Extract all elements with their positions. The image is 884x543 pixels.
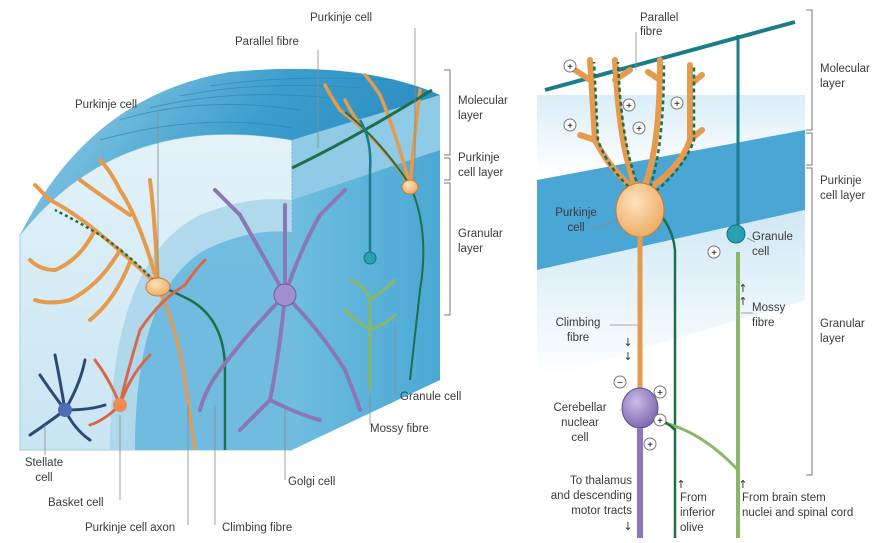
purkinje-soma-right [402,180,418,194]
label-molecular-layer-1: Molecular [458,95,508,108]
label-r-nuclear-3: cell [548,432,612,445]
label-r-purkinje-layer-2: cell layer [820,190,865,203]
granule-soma-left [364,252,376,264]
label-r-purkinje-cell-2: cell [548,222,604,235]
label-r-climbing-2: fibre [548,332,608,345]
purkinje-soma-rpanel [616,183,664,237]
purkinje-soma-left [146,278,170,296]
svg-text:+: + [711,248,717,259]
label-basket-cell: Basket cell [48,497,104,510]
svg-text:+: + [657,416,663,427]
arrow-up-olive: ↑ [676,478,685,491]
label-r-olive-1: From [680,492,707,505]
label-r-purkinje-cell-1: Purkinje [548,207,604,220]
label-granule-cell: Granule cell [400,391,461,404]
label-r-thalamus-1: To thalamus [528,475,632,488]
label-climbing-fibre: Climbing fibre [222,522,292,535]
arrow-up-brainstem: ↑ [738,478,747,491]
label-r-olive-3: olive [680,522,704,535]
label-r-nuclear-1: Cerebellar [548,402,612,415]
svg-text:+: + [674,99,680,110]
svg-text:+: + [647,440,653,451]
label-r-granule-1: Granule [752,231,793,244]
label-granular-layer-2: layer [458,243,483,256]
right-panel: + + + + + + − + + + ↓ ↓ ↑ ↑ ↑ ↑ ↓ [537,10,812,538]
label-mossy-fibre: Mossy fibre [370,423,429,436]
label-r-parallel-2: fibre [640,26,662,39]
svg-text:+: + [657,388,663,399]
label-r-olive-2: inferior [680,507,715,520]
stellate-cell-soma [58,403,72,417]
arrow-down-thalamus: ↓ [623,520,632,533]
label-stellate-2: cell [16,472,72,485]
label-r-granular-2: layer [820,333,845,346]
label-r-climbing-1: Climbing [548,317,608,330]
arrow-down-2: ↓ [623,350,632,363]
svg-text:−: − [617,378,623,389]
svg-text:+: + [567,62,573,73]
arrow-down-1: ↓ [623,336,632,349]
arrow-up-2: ↑ [738,295,747,308]
label-purkinje-cell-left: Purkinje cell [75,99,137,112]
layer-brackets-right [806,10,812,475]
label-molecular-layer-2: layer [458,110,483,123]
label-r-mossy-2: fibre [752,317,774,330]
label-r-molecular-2: layer [820,78,845,91]
label-parallel-fibre: Parallel fibre [235,36,299,49]
label-granular-layer-1: Granular [458,228,503,241]
label-r-granular-1: Granular [820,318,865,331]
label-r-parallel-1: Parallel [640,12,678,25]
granule-soma-rpanel [727,225,745,243]
label-r-nuclear-2: nuclear [548,417,612,430]
label-stellate-1: Stellate [16,457,72,470]
label-r-mossy-1: Mossy [752,302,785,315]
arrow-up-1: ↑ [738,282,747,295]
svg-text:+: + [626,101,632,112]
basket-cell-soma [113,398,127,412]
label-purkinje-cell-top: Purkinje cell [310,12,372,25]
layer-brackets [444,70,450,315]
nuclear-cell-soma [622,388,658,428]
label-r-granule-2: cell [752,246,769,259]
label-purkinje-layer-2: cell layer [458,167,503,180]
label-purkinje-axon: Purkinje cell axon [85,522,175,535]
label-r-thalamus-2: and descending [518,490,632,503]
svg-text:+: + [636,124,642,135]
label-r-purkinje-layer-1: Purkinje [820,175,862,188]
label-purkinje-layer-1: Purkinje [458,152,500,165]
label-r-brainstem-2: nuclei and spinal cord [742,507,853,520]
golgi-cell-soma [274,284,296,306]
label-r-molecular-1: Molecular [820,63,870,76]
label-r-thalamus-3: motor tracts [518,505,632,518]
label-golgi-cell: Golgi cell [288,476,335,489]
label-r-brainstem-1: From brain stem [742,492,826,505]
svg-text:+: + [567,121,573,132]
